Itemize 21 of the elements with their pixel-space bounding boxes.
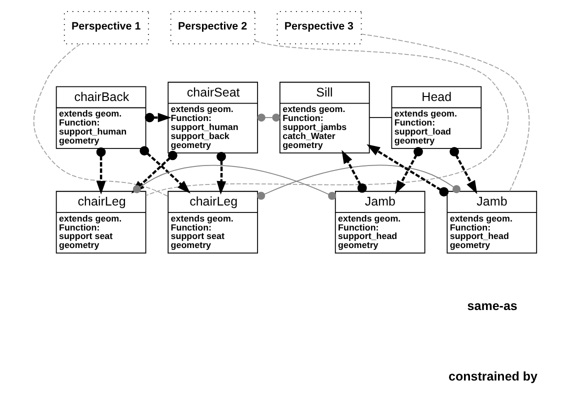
legend-label: same-as	[467, 299, 518, 314]
arrow	[140, 146, 190, 194]
arrow	[395, 146, 423, 194]
arrow	[96, 147, 106, 194]
connector	[369, 117, 392, 118]
node-box: Perspective 1	[64, 11, 149, 44]
arrow	[131, 150, 178, 194]
arrow	[342, 150, 367, 193]
connector	[33, 44, 168, 197]
legend-label: constrained by	[448, 370, 538, 384]
connector	[257, 114, 280, 122]
connector	[132, 164, 336, 200]
arrow	[366, 144, 449, 197]
arrow	[450, 146, 478, 194]
connector	[257, 164, 461, 200]
arrow	[216, 152, 226, 195]
connector	[145, 40, 509, 196]
arrow	[144, 112, 172, 122]
connector	[360, 34, 530, 192]
node-box: Perspective 3	[276, 11, 362, 44]
node-box: Perspective 2	[170, 11, 256, 44]
